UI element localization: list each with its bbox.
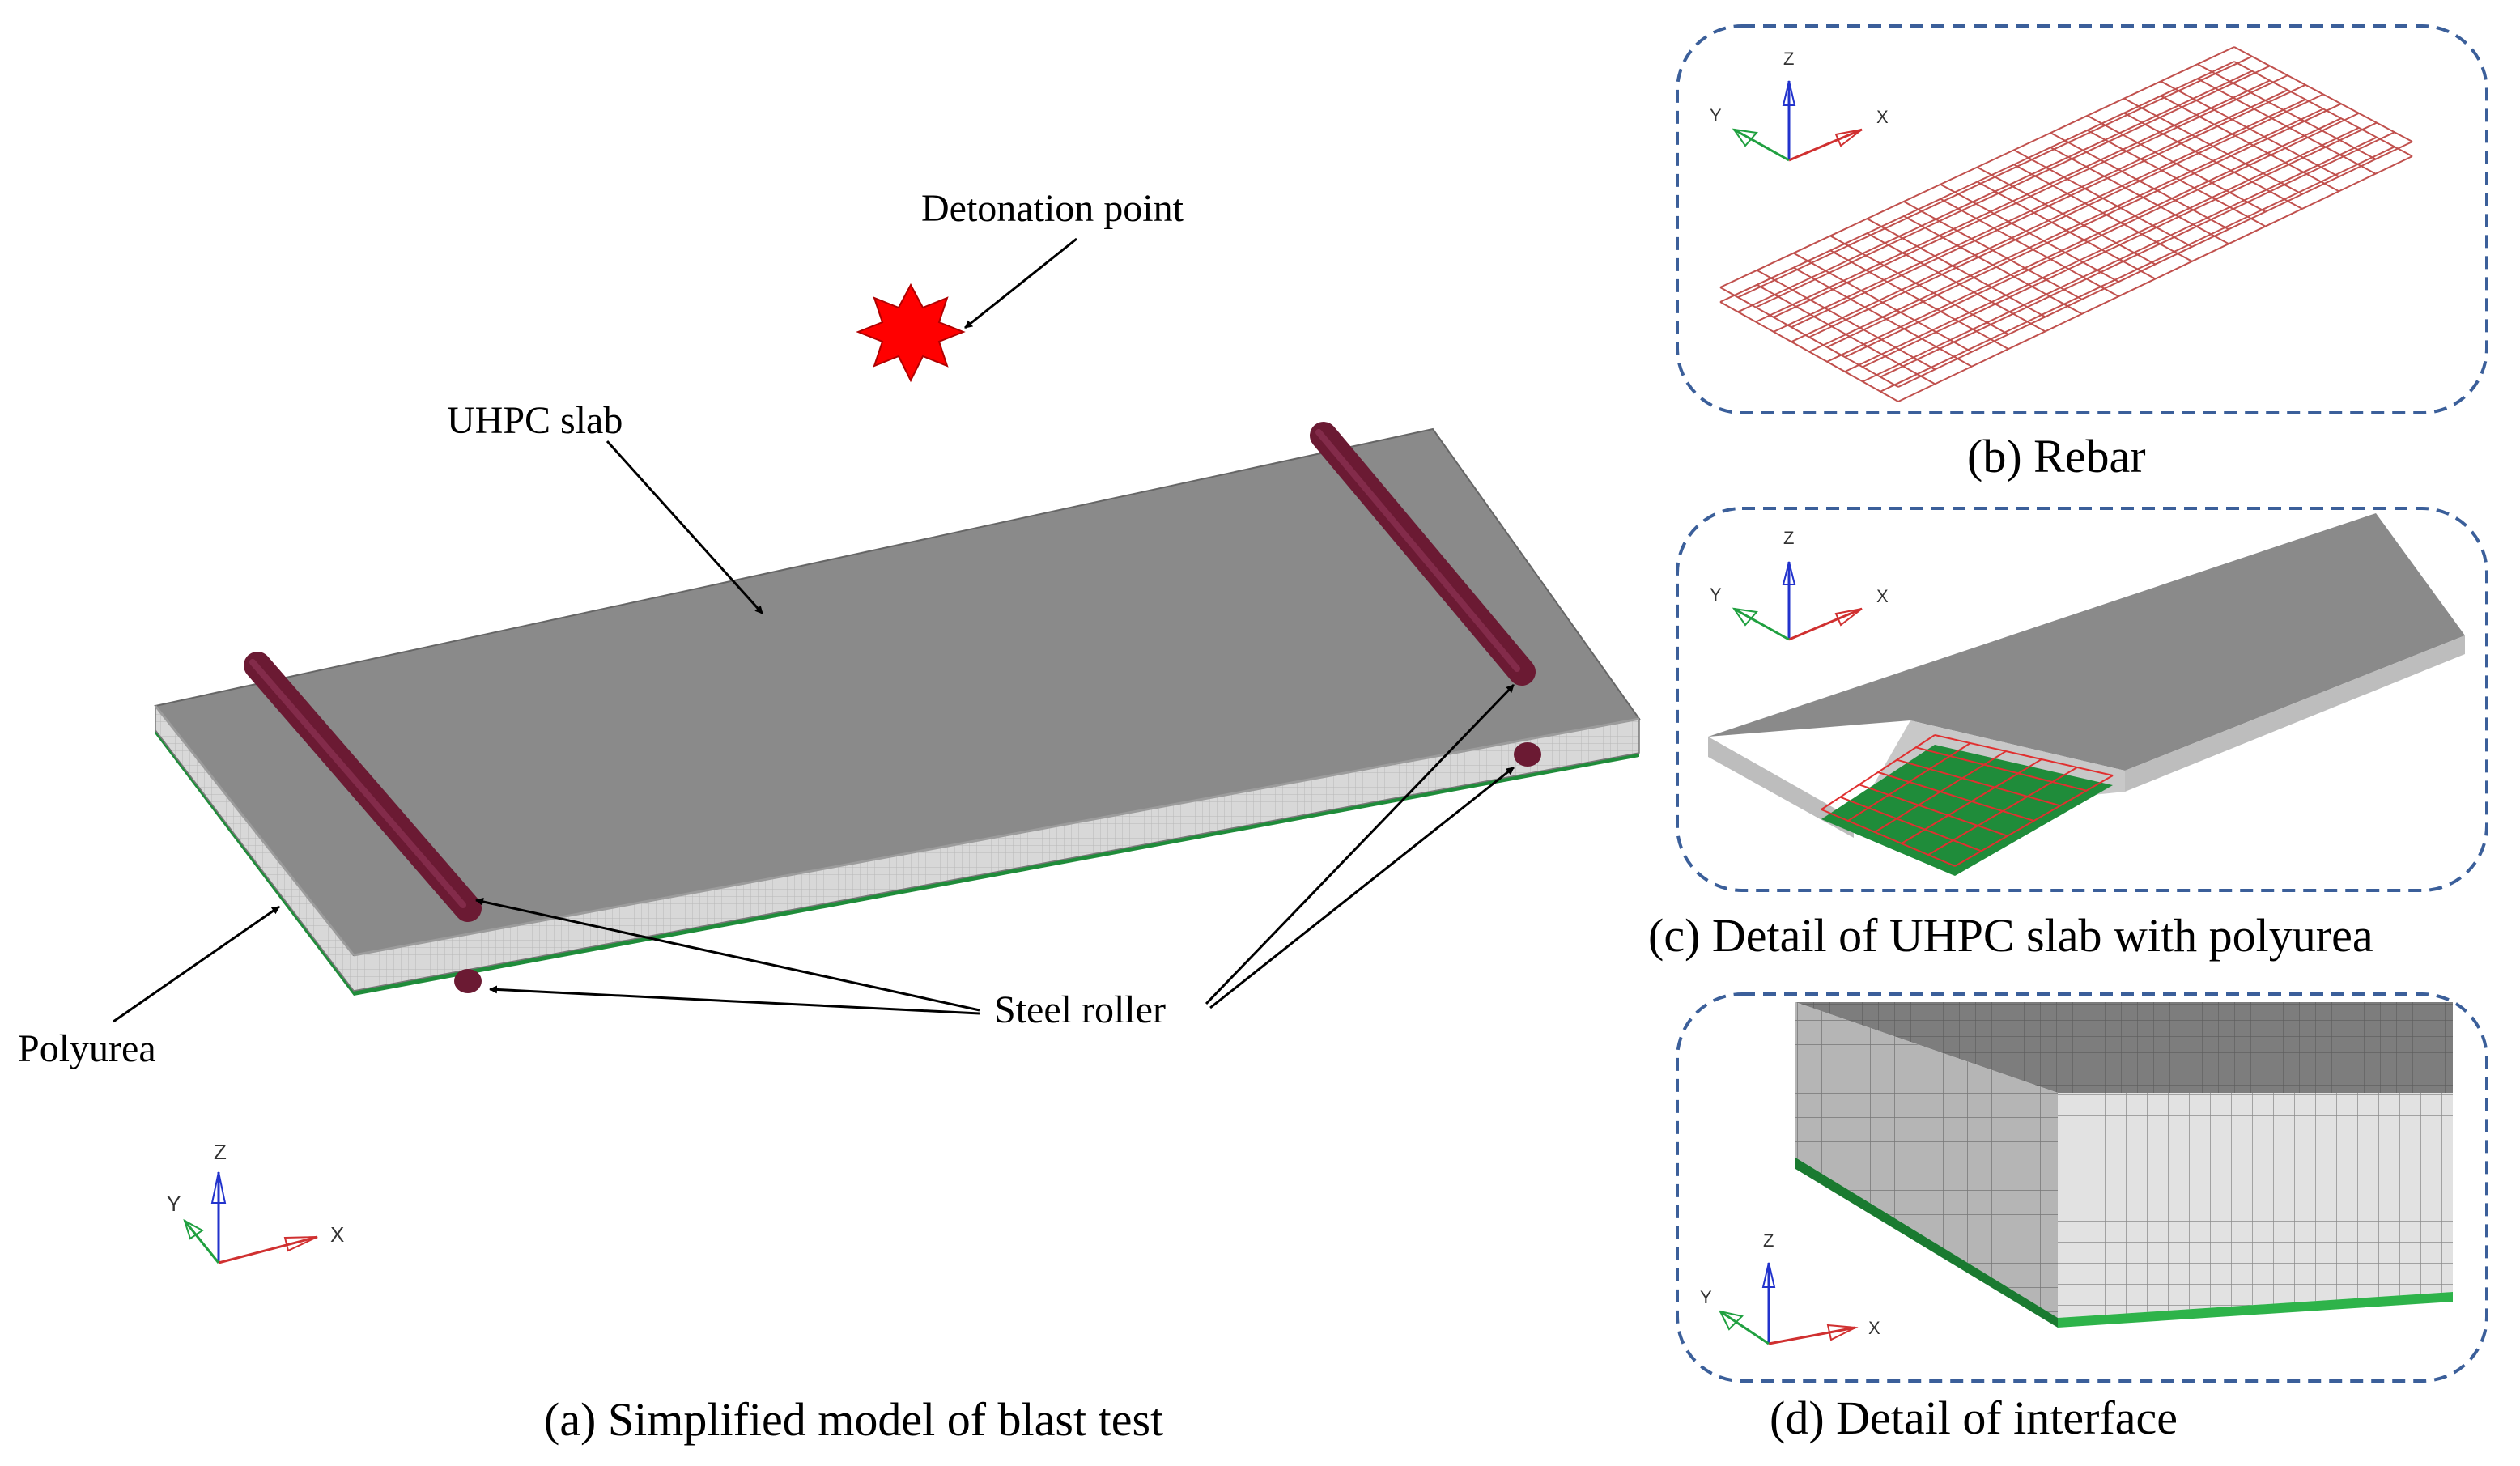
axis-x-label: X bbox=[1876, 107, 1889, 127]
rebar-c bbox=[1821, 734, 2114, 867]
caption-panel-b: (b) Rebar bbox=[1967, 430, 2146, 482]
caption-panel-c: (c) Detail of UHPC slab with polyurea bbox=[1648, 909, 2373, 962]
axis-y-label: Y bbox=[1710, 105, 1722, 125]
roller-bottom-left bbox=[454, 969, 482, 993]
axis-z-label: Z bbox=[1763, 1230, 1774, 1251]
caption-main: (a) Simplified model of blast test bbox=[544, 1393, 1164, 1446]
axis-x-label: X bbox=[1876, 586, 1889, 606]
axis-y-label: Y bbox=[1700, 1287, 1712, 1307]
detonation-star bbox=[856, 283, 966, 383]
label-polyurea: Polyurea bbox=[18, 1027, 156, 1070]
uhpc-slab-model bbox=[154, 427, 1641, 996]
axis-triad-c: Z X Y bbox=[1710, 528, 1889, 641]
panel-rebar: Z X Y bbox=[1676, 24, 2488, 414]
axis-y-label: Y bbox=[1710, 584, 1722, 605]
polyurea-d bbox=[1795, 1158, 2058, 1328]
leader-arrows bbox=[113, 237, 1515, 1023]
steel-rollers bbox=[244, 422, 1541, 993]
axis-triad-d: Z X Y bbox=[1700, 1230, 1880, 1345]
axis-y-label: Y bbox=[167, 1192, 181, 1216]
slab-c-top bbox=[1708, 513, 2465, 771]
axis-z-label: Z bbox=[1783, 528, 1794, 548]
axis-z-label: Z bbox=[214, 1140, 227, 1164]
axis-triad-main: Z X Y bbox=[167, 1140, 344, 1264]
roller-bottom-right bbox=[1514, 742, 1541, 767]
axis-x-label: X bbox=[330, 1222, 344, 1247]
caption-panel-d: (d) Detail of interface bbox=[1770, 1392, 2178, 1444]
rebar-mesh bbox=[1719, 46, 2413, 402]
label-steel-roller: Steel roller bbox=[994, 988, 1166, 1031]
label-detonation-point: Detonation point bbox=[921, 187, 1184, 230]
axis-triad-b: Z X Y bbox=[1710, 49, 1889, 162]
panel-interface: Z X Y bbox=[1676, 992, 2488, 1383]
label-uhpc-slab: UHPC slab bbox=[447, 399, 623, 442]
axis-x-label: X bbox=[1868, 1318, 1880, 1338]
panel-slab-polyurea: Z X Y bbox=[1676, 507, 2488, 892]
axis-z-label: Z bbox=[1783, 49, 1794, 69]
